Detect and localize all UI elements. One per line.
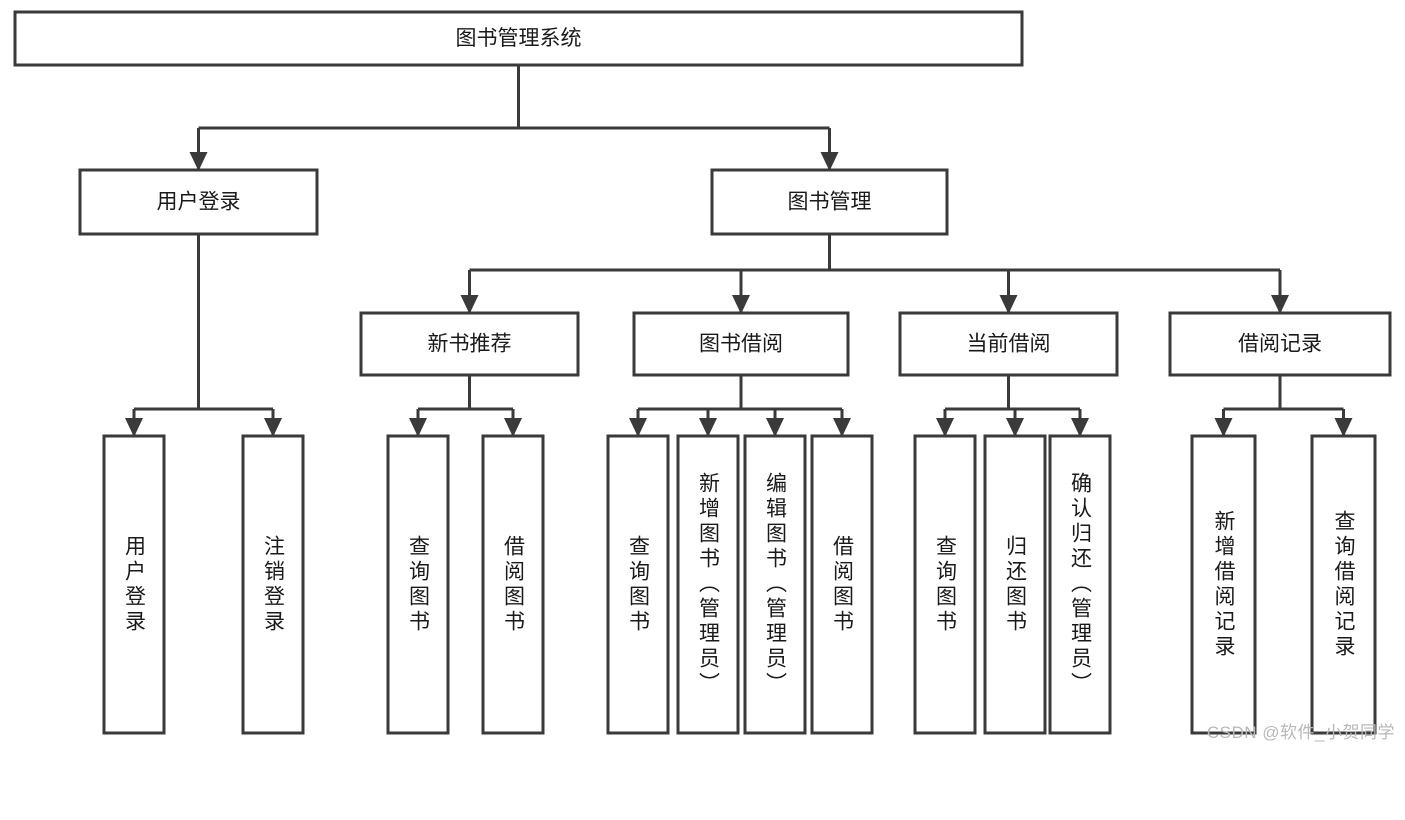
arrow-head-icon xyxy=(999,295,1018,314)
node-label: 图书管理 xyxy=(788,191,872,214)
arrow-head-icon xyxy=(1006,418,1024,437)
node-label: 用户登录 xyxy=(157,191,241,214)
node-label: 当前借阅 xyxy=(967,333,1051,356)
arrow-head-icon xyxy=(1334,418,1353,437)
leaf-node-box[interactable] xyxy=(606,434,670,735)
leaf-node-box[interactable] xyxy=(1310,434,1377,735)
arrow-head-icon xyxy=(833,418,851,437)
arrow-head-icon xyxy=(936,418,954,437)
connector-links-layer xyxy=(125,65,1353,437)
node-box[interactable] xyxy=(359,311,580,377)
arrow-head-icon xyxy=(766,418,784,437)
node-box[interactable] xyxy=(632,311,850,377)
leaf-node-box[interactable] xyxy=(983,434,1047,735)
arrow-head-icon xyxy=(820,152,839,171)
leaf-node-box[interactable] xyxy=(241,434,305,735)
leaf-node-box[interactable] xyxy=(481,434,545,735)
node-box[interactable] xyxy=(13,10,1024,67)
node-label: 借阅记录 xyxy=(1238,333,1322,356)
node-box[interactable] xyxy=(78,168,319,236)
leaf-node-box[interactable] xyxy=(676,434,740,735)
arrow-head-icon xyxy=(732,295,750,314)
arrow-head-icon xyxy=(1071,418,1089,437)
node-boxes-layer xyxy=(13,10,1392,735)
watermark-text: CSDN @软件_小贺同学 xyxy=(1206,723,1395,742)
arrow-head-icon xyxy=(699,418,717,437)
leaf-node-box[interactable] xyxy=(810,434,874,735)
node-label: 新书推荐 xyxy=(428,333,512,356)
node-box[interactable] xyxy=(898,311,1119,377)
node-label: 图书借阅 xyxy=(699,333,783,356)
diagram-canvas: 图书管理系统用户登录图书管理新书推荐图书借阅当前借阅借阅记录 用户登录注销登录查… xyxy=(13,10,1395,742)
arrow-head-icon xyxy=(629,418,647,437)
arrow-head-icon xyxy=(409,418,427,437)
arrow-head-icon xyxy=(1271,295,1289,314)
leaf-node-box[interactable] xyxy=(102,434,166,735)
leaf-node-box[interactable] xyxy=(913,434,977,735)
leaf-node-box[interactable] xyxy=(386,434,450,735)
arrow-head-icon xyxy=(264,418,282,437)
arrow-head-icon xyxy=(504,418,522,437)
node-box[interactable] xyxy=(710,168,949,236)
arrow-head-icon xyxy=(125,418,143,437)
arrow-head-icon xyxy=(1214,418,1233,437)
leaf-node-box[interactable] xyxy=(743,434,807,735)
node-label: 图书管理系统 xyxy=(456,27,582,50)
arrow-head-icon xyxy=(460,295,479,314)
arrow-head-icon xyxy=(189,152,208,171)
leaf-node-box[interactable] xyxy=(1048,434,1112,735)
leaf-node-box[interactable] xyxy=(1190,434,1257,735)
node-box[interactable] xyxy=(1168,311,1392,377)
